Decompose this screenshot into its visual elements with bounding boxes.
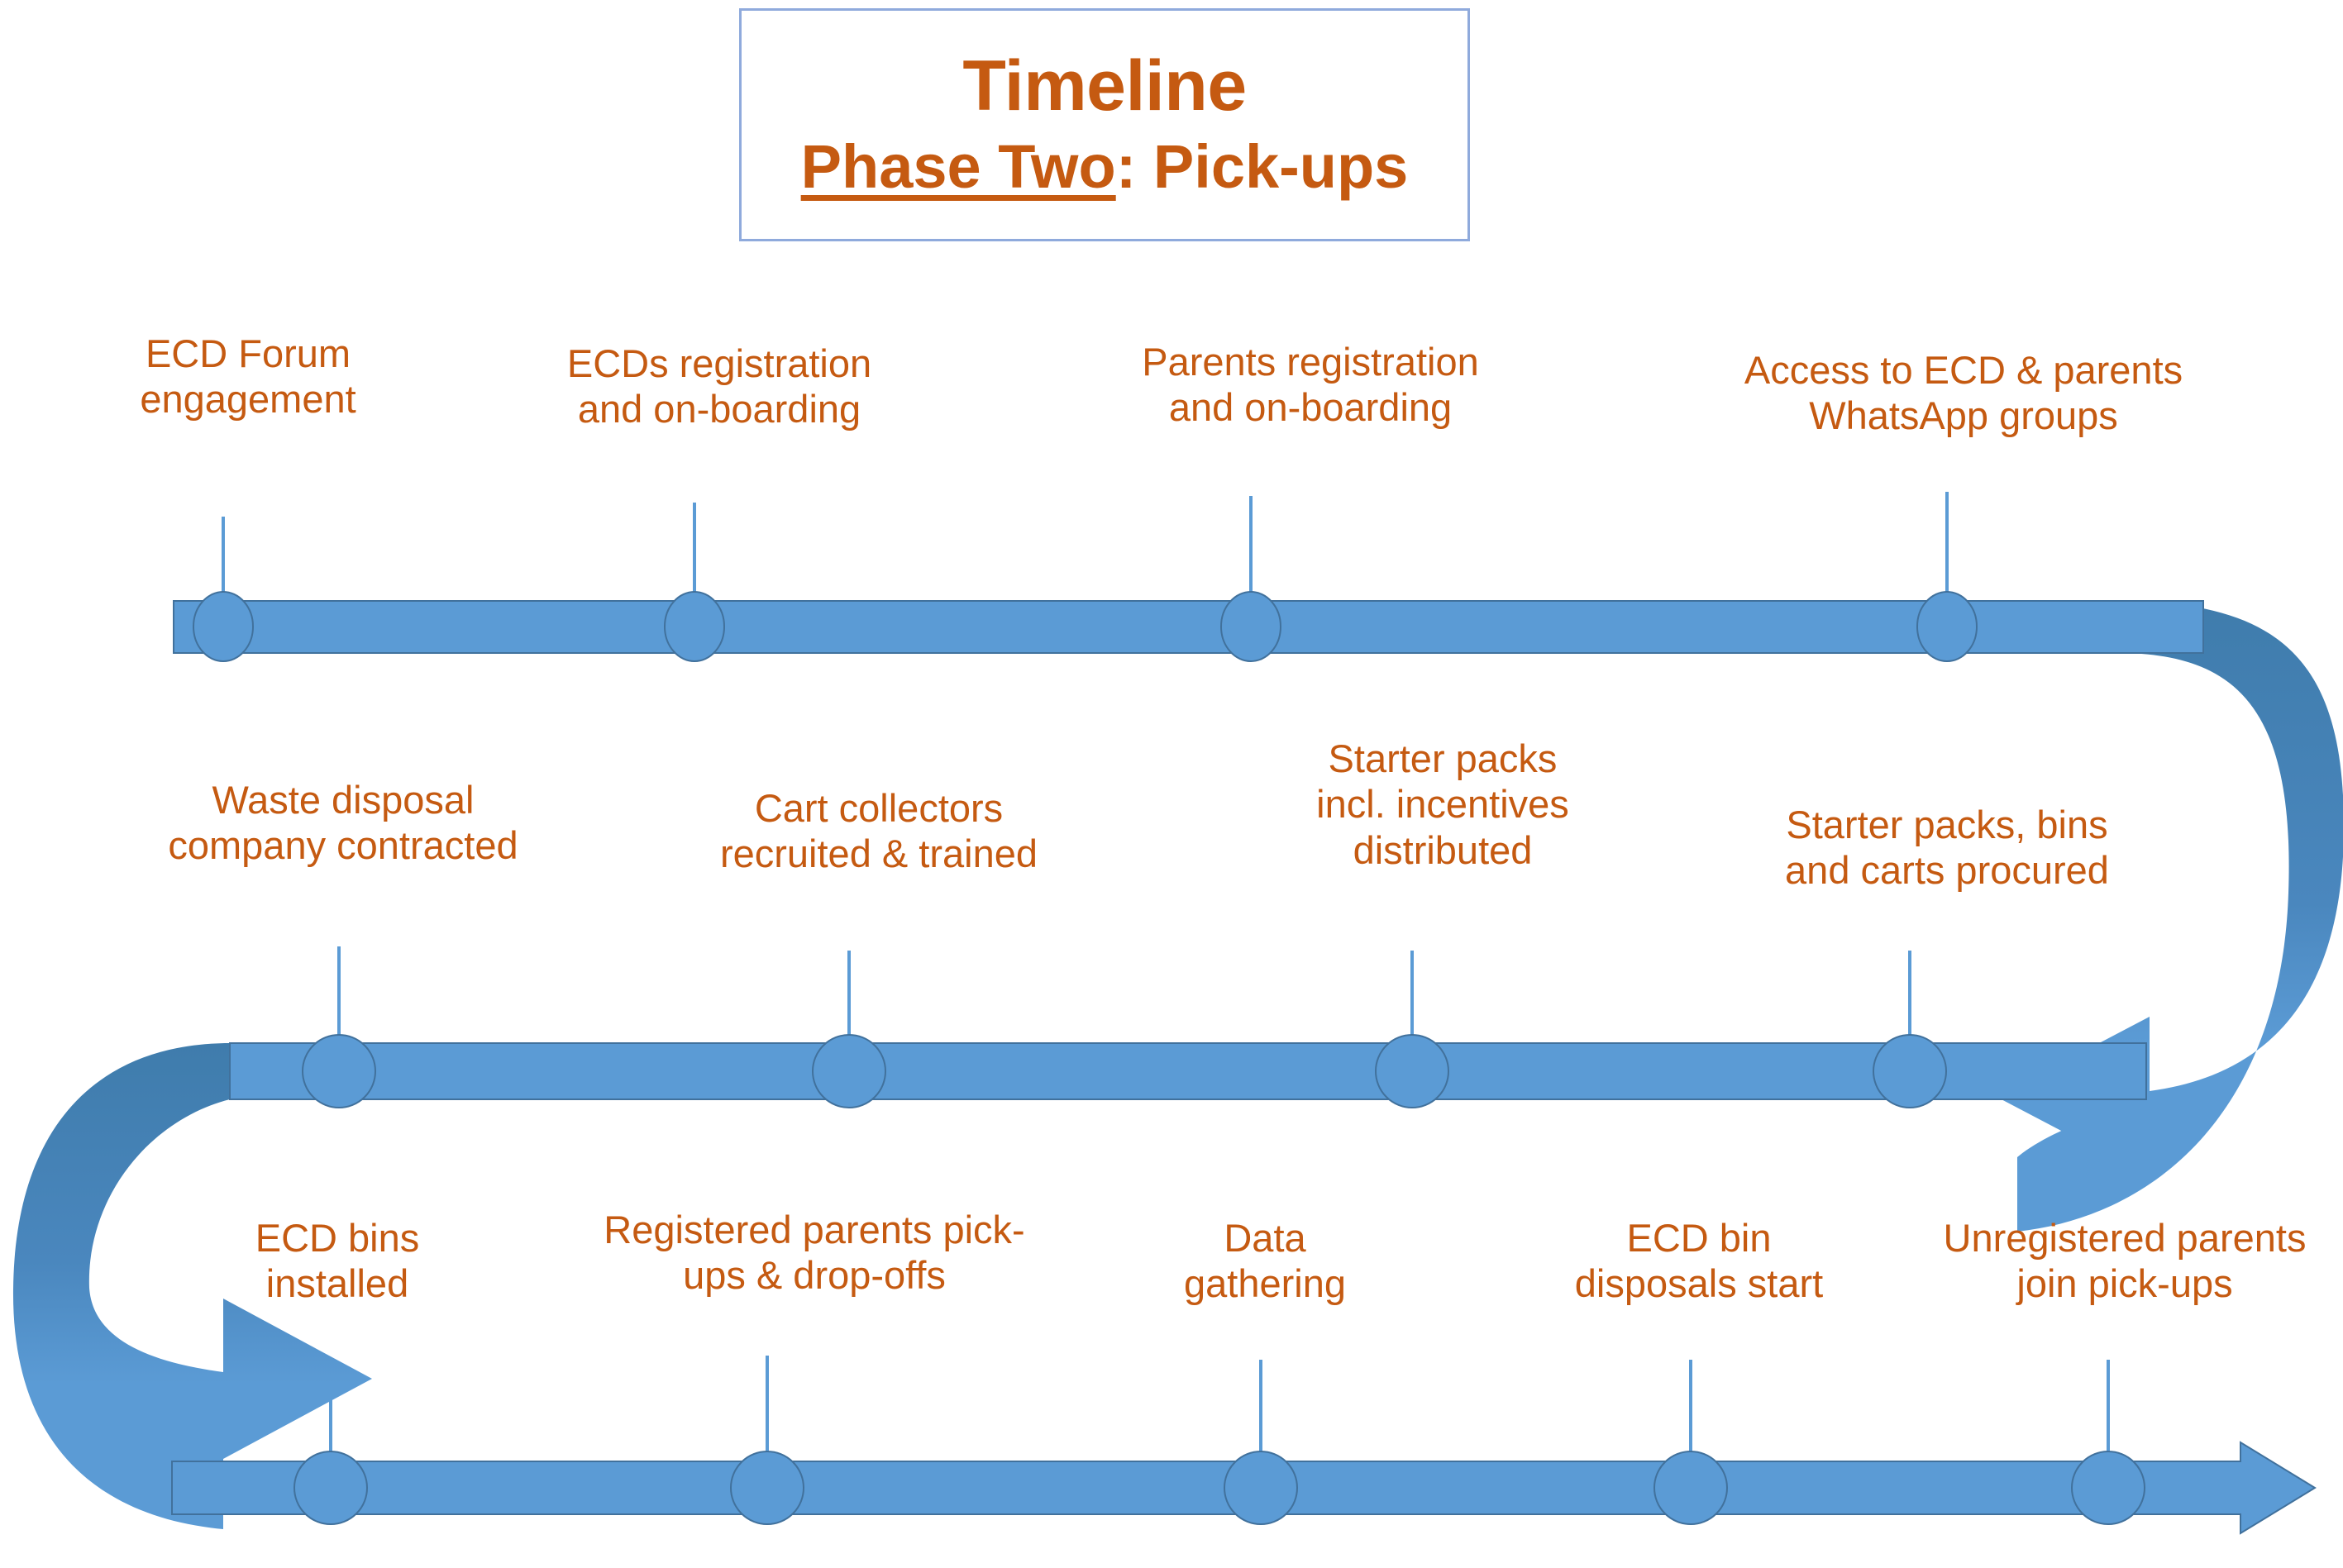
row-1-bar — [173, 600, 2204, 654]
timeline-row-3 — [171, 1356, 2317, 1535]
subtitle-underlined-part: Phase Two — [800, 132, 1116, 201]
row-2-bar — [229, 1042, 2147, 1100]
connector-left-uturn — [12, 1043, 372, 1529]
milestone-node[interactable] — [193, 591, 254, 662]
milestone-label-starter-packs-procured: Starter packs, bins and carts procured — [1785, 803, 2109, 893]
milestone-node[interactable] — [1916, 591, 1978, 662]
milestone-node[interactable] — [664, 591, 725, 662]
page-title: Timeline — [962, 46, 1247, 126]
milestone-label-whatsapp-groups-access: Access to ECD & parents WhatsApp groups — [1744, 348, 2183, 438]
page-subtitle: Phase Two: Pick-ups — [800, 132, 1409, 202]
milestone-node[interactable] — [293, 1451, 368, 1525]
milestone-node[interactable] — [1224, 1451, 1298, 1525]
milestone-label-waste-disposal-company: Waste disposal company contracted — [168, 778, 518, 868]
milestone-label-registered-parents-pickups: Registered parents pick- ups & drop-offs — [604, 1208, 1025, 1298]
milestone-label-ecd-bins-installed: ECD bins installed — [255, 1216, 420, 1306]
milestone-label-cart-collectors: Cart collectors recruited & trained — [719, 786, 1038, 876]
milestone-node[interactable] — [812, 1034, 886, 1108]
milestone-node[interactable] — [1375, 1034, 1449, 1108]
milestone-label-ecd-bin-disposals: ECD bin disposals start — [1574, 1216, 1824, 1306]
milestone-node[interactable] — [1220, 591, 1281, 662]
milestone-label-parents-registration: Parents registration and on-boarding — [1142, 340, 1479, 430]
timeline-row-1 — [173, 492, 2204, 662]
milestone-node[interactable] — [302, 1034, 376, 1108]
milestone-label-starter-packs-distributed: Starter packs incl. incentives distribut… — [1316, 736, 1569, 872]
milestone-label-ecds-registration: ECDs registration and on-boarding — [566, 341, 872, 431]
milestone-label-data-gathering: Data gathering — [1184, 1216, 1346, 1306]
milestone-label-ecd-forum-engagement: ECD Forum engagement — [140, 331, 356, 422]
milestone-node[interactable] — [730, 1451, 804, 1525]
title-box: Timeline Phase Two: Pick-ups — [739, 8, 1470, 241]
milestone-node[interactable] — [1653, 1451, 1728, 1525]
timeline-row-2 — [229, 946, 2147, 1108]
milestone-node[interactable] — [1873, 1034, 1947, 1108]
subtitle-rest: : Pick-ups — [1115, 132, 1409, 201]
milestone-label-unregistered-parents: Unregistered parents join pick-ups — [1943, 1216, 2307, 1306]
connector-right-uturn — [1997, 601, 2343, 1232]
milestone-node[interactable] — [2071, 1451, 2145, 1525]
